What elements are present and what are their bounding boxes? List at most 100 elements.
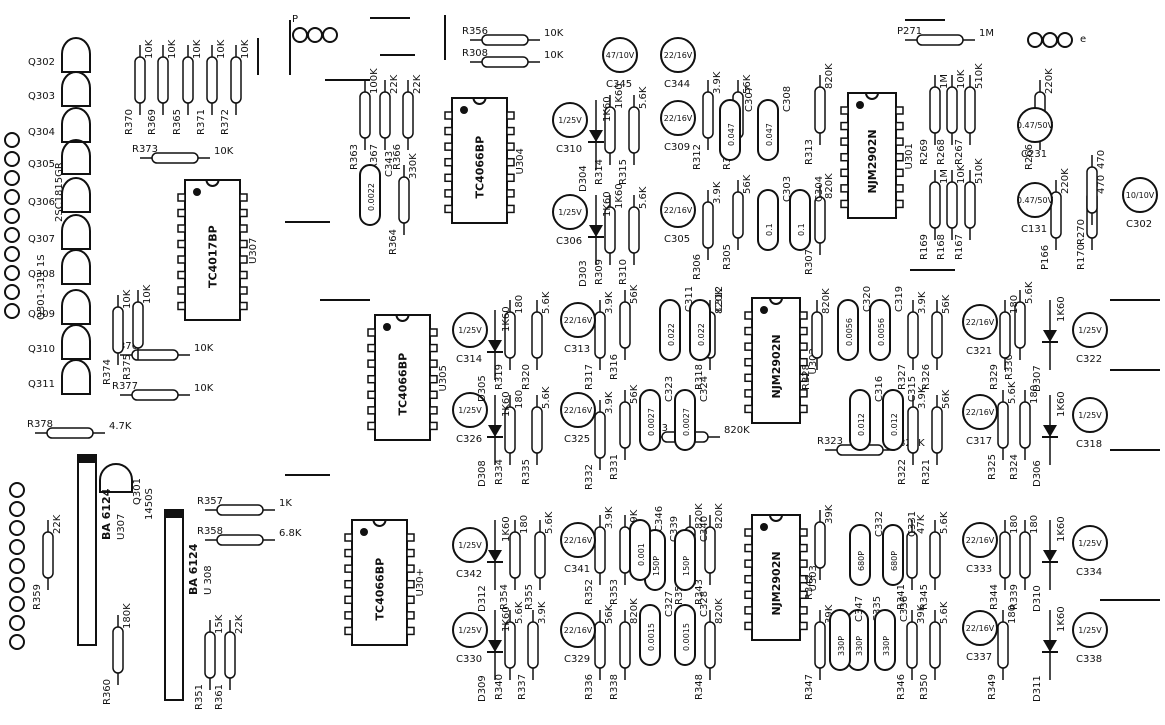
ic-ref-label: U307 — [248, 238, 259, 264]
resistor-body — [402, 91, 414, 139]
pin — [367, 343, 376, 353]
capacitor-ref: C329 — [564, 654, 590, 665]
resistor — [702, 190, 714, 260]
resistor-body — [619, 526, 631, 574]
notch — [865, 92, 879, 100]
resistor — [929, 520, 941, 590]
capacitor-value: 330P — [855, 636, 864, 656]
resistor-ref: R336 — [584, 674, 595, 700]
pad — [9, 615, 25, 631]
resistor — [120, 349, 190, 361]
resistor-body — [42, 531, 54, 579]
capacitor-value: 0.0022 — [367, 183, 376, 211]
pin — [367, 374, 376, 384]
resistor-ref: R328 — [801, 364, 812, 390]
resistor — [398, 165, 410, 235]
diode-value: 1K60 — [501, 391, 512, 417]
capacitor-value: 1/25V — [558, 208, 582, 217]
ic-ref-label: U305 — [438, 365, 449, 391]
transistor-label: Q310 — [28, 344, 55, 355]
pin — [344, 611, 353, 620]
resistor-value: 470 — [1096, 175, 1107, 194]
pin — [744, 590, 753, 600]
pad — [4, 284, 20, 300]
capacitor-value: 22/16V — [966, 408, 995, 417]
ic-ref-label: U303 — [808, 565, 819, 591]
capacitor-body — [629, 519, 651, 581]
pin — [444, 111, 453, 120]
capacitor-body — [674, 529, 696, 591]
capacitor-ref: C317 — [966, 436, 992, 447]
resistor-value: 820K — [824, 173, 835, 199]
resistor — [594, 400, 606, 470]
connector-label: P — [292, 14, 298, 25]
resistor-ref: R168 — [936, 234, 947, 260]
pad — [9, 539, 25, 555]
resistor-ref: R361 — [214, 684, 225, 710]
resistor-value: 3.9K — [537, 601, 548, 624]
electrolytic-capacitor — [1072, 525, 1108, 561]
resistor — [230, 45, 242, 115]
electrolytic-capacitor — [962, 304, 998, 340]
pin — [744, 326, 753, 336]
ic-body — [451, 97, 508, 224]
pin — [799, 621, 808, 631]
resistor-body — [182, 56, 194, 104]
pin — [367, 328, 376, 337]
resistor-value: 820K — [714, 288, 725, 314]
resistor — [531, 300, 543, 370]
resistor-value: 10K — [194, 343, 214, 354]
capacitor-value: 22/16V — [664, 206, 693, 215]
capacitor-body — [452, 527, 488, 563]
capacitor-ref: C311 — [684, 286, 695, 312]
resistor-body — [929, 86, 941, 134]
resistor-value: 5.6K — [1007, 381, 1018, 404]
electrolytic-capacitor — [452, 612, 488, 648]
electrolytic-capacitor — [552, 194, 588, 230]
resistor-value: 10K — [216, 39, 227, 59]
resistor — [929, 75, 941, 145]
diode-value: 1K60 — [1056, 391, 1067, 417]
transistor — [61, 359, 91, 395]
resistor-value: 5.6K — [638, 186, 649, 209]
resistor-body — [604, 206, 616, 254]
resistor-value: 330K — [408, 153, 419, 179]
pin — [444, 204, 453, 214]
capacitor-value: 0.1 — [797, 223, 806, 236]
electrolytic-capacitor — [1072, 612, 1108, 648]
sip-u308 — [164, 509, 184, 701]
resistor-ref: R316 — [609, 354, 620, 380]
pin — [895, 184, 904, 193]
pin — [177, 270, 186, 280]
capacitor-value: 0.47/50V — [1017, 121, 1054, 130]
film-capacitor — [659, 299, 681, 361]
ic-u302 — [744, 297, 808, 424]
transistor-label: Q304 — [28, 127, 55, 138]
resistor-body — [906, 621, 918, 669]
resistor — [594, 515, 606, 585]
resistor-value: 10K — [167, 39, 178, 59]
pad — [9, 501, 25, 517]
pin1-marker — [360, 528, 368, 536]
pin — [406, 579, 415, 589]
diode-value: 1K60 — [501, 516, 512, 542]
resistor — [182, 45, 194, 115]
pin — [744, 389, 753, 398]
capacitor-value: 1/25V — [458, 406, 482, 415]
pin — [406, 595, 415, 605]
q301-type-label: 1450S — [144, 488, 155, 520]
resistor — [704, 515, 716, 585]
film-capacitor — [757, 189, 779, 251]
ic-ref-label: U301 — [904, 143, 915, 169]
transistor-label: Q306 — [28, 197, 55, 208]
capacitor-body — [1072, 397, 1108, 433]
resistor — [964, 170, 976, 240]
capacitor-value: 150P — [682, 556, 691, 576]
ic-u304 — [444, 97, 515, 224]
capacitor-value: 330P — [837, 636, 846, 656]
resistor-body — [204, 631, 216, 679]
film-capacitor — [719, 99, 741, 161]
capacitor-ref: C307 — [744, 86, 755, 112]
resistor-value: 56K — [941, 294, 952, 314]
pin — [344, 579, 353, 589]
